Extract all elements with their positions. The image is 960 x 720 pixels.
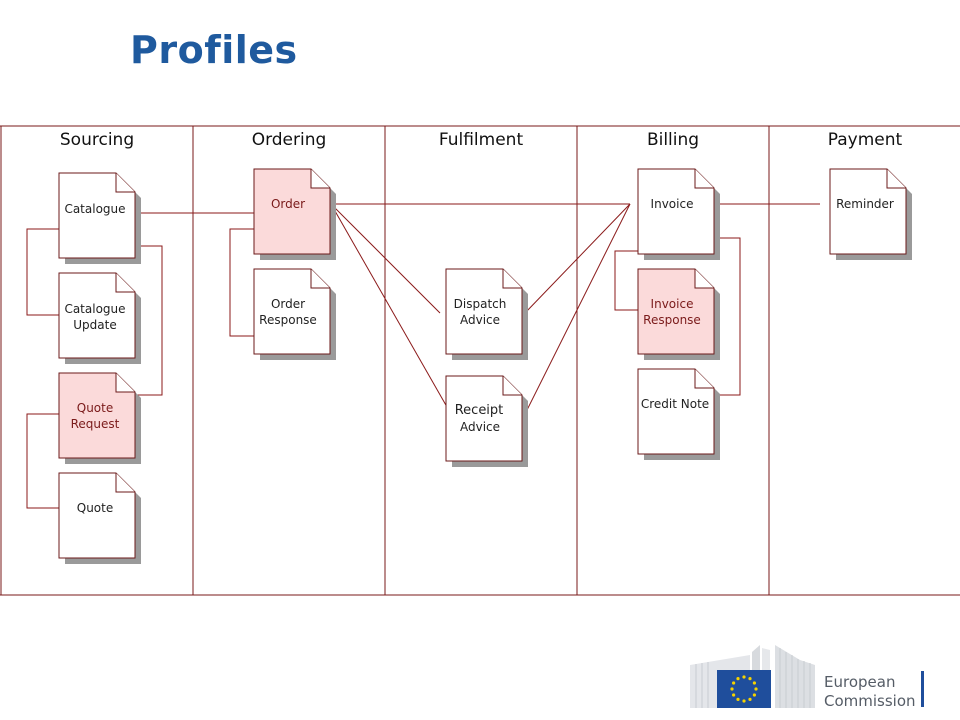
column-header-ordering: Ordering	[252, 130, 327, 150]
doc-label-line1: Receipt	[455, 403, 504, 418]
european-commission-logo: European Commission	[690, 645, 924, 710]
eu-flag-icon	[717, 670, 771, 708]
doc-label: Invoice	[651, 197, 694, 211]
doc-label-line1: Invoice	[651, 297, 694, 311]
doc-label-line2: Update	[73, 318, 116, 332]
doc-label: Catalogue	[64, 202, 125, 216]
document-order: Order	[253, 168, 337, 261]
doc-label-line1: Quote	[77, 401, 113, 415]
doc-label-line2: Advice	[460, 313, 500, 327]
column-header-sourcing: Sourcing	[60, 130, 134, 150]
page-title: Profiles	[130, 28, 298, 72]
doc-label-line2: Advice	[460, 420, 500, 434]
doc-label: Reminder	[836, 197, 894, 211]
document-receipt-advice: Receipt Advice	[445, 375, 529, 468]
logo-divider	[921, 671, 924, 707]
doc-label-line2: Response	[643, 313, 701, 327]
doc-label-line2: Response	[259, 313, 317, 327]
doc-label-line2: Request	[71, 417, 120, 431]
doc-label-line1: Dispatch	[454, 297, 507, 311]
doc-label: Credit Note	[641, 397, 709, 411]
logo-text-line1: European	[824, 673, 895, 691]
connectors	[26, 203, 820, 509]
document-quote-request: Quote Request	[58, 372, 142, 465]
document-invoice: Invoice	[637, 168, 721, 261]
column-header-payment: Payment	[828, 130, 903, 150]
document-catalogue-update: Catalogue Update	[58, 272, 142, 365]
document-order-response: Order Response	[253, 268, 337, 361]
logo-text-line2: Commission	[824, 692, 916, 710]
doc-label: Order	[271, 197, 305, 211]
column-header-billing: Billing	[647, 130, 699, 150]
document-reminder: Reminder	[829, 168, 913, 261]
column-header-fulfilment: Fulfilment	[439, 130, 524, 150]
document-invoice-response: Invoice Response	[637, 268, 721, 361]
document-quote: Quote	[58, 472, 142, 565]
document-dispatch-advice: Dispatch Advice	[445, 268, 529, 361]
swimlane-frame	[0, 125, 960, 596]
doc-label-line1: Catalogue	[64, 302, 125, 316]
doc-label: Quote	[77, 501, 113, 515]
document-credit-note: Credit Note	[637, 368, 721, 461]
document-catalogue: Catalogue	[58, 172, 142, 265]
doc-label-line1: Order	[271, 297, 305, 311]
